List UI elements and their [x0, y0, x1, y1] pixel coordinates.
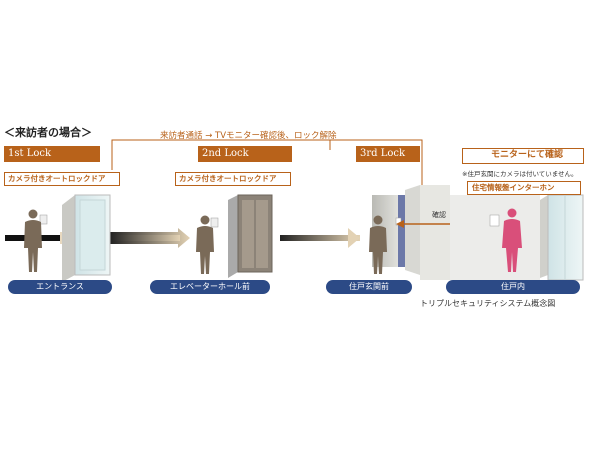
camera-label-1: カメラ付きオートロックドア: [4, 172, 120, 186]
intercom-label: 住宅情報盤インターホン: [467, 181, 581, 195]
location-elevator-hall: エレベーターホール前: [150, 280, 270, 294]
location-entrance: エントランス: [8, 280, 112, 294]
elevator-door-icon: [228, 194, 273, 278]
lock-label-2: 2nd Lock: [202, 148, 249, 159]
diagram-caption: トリプルセキュリティシステム概念図: [420, 299, 556, 308]
path-elevator-to-door: [280, 228, 360, 248]
camera-note: ※住戸玄関にカメラは付いていません。: [462, 170, 578, 178]
camera-label-2: カメラ付きオートロックドア: [175, 172, 291, 186]
lock-banner-3: 3rd Lock: [356, 146, 420, 162]
lock-label-3: 3rd Lock: [360, 148, 406, 159]
location-unit-interior: 住戸内: [446, 280, 580, 294]
visitor-figure: [24, 209, 42, 272]
resident-figure: [502, 208, 522, 272]
unit-interior: [450, 194, 584, 281]
flow-label: 来訪者通話 → TVモニター確認後、ロック解除: [160, 131, 337, 141]
unit-door-icon: [372, 185, 450, 280]
entrance-intercom-icon: [39, 214, 48, 225]
monitor-label: モニターにて確認: [462, 148, 584, 164]
elevator-intercom-icon: [210, 217, 219, 228]
lock-banner-1: 1st Lock: [4, 146, 100, 162]
visitor-figure: [369, 215, 387, 274]
location-unit-entrance: 住戸玄関前: [326, 280, 412, 294]
lock-label-1: 1st Lock: [8, 148, 52, 159]
case-label: ＜来訪者の場合＞: [4, 126, 92, 139]
confirm-label: 確認: [432, 211, 446, 219]
visitor-figure: [196, 215, 214, 274]
entrance-door-icon: [62, 194, 111, 282]
lock-banner-2: 2nd Lock: [198, 146, 292, 162]
intercom-icon: [489, 214, 500, 227]
